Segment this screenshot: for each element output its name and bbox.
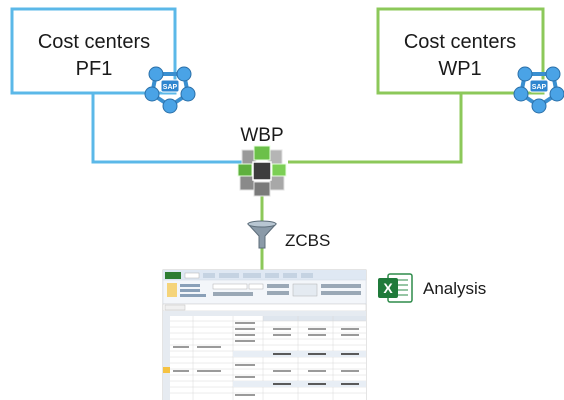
svg-text:SAP: SAP <box>163 84 178 91</box>
analysis-label: Analysis <box>423 279 486 298</box>
cost-centers-pf1-box: Cost centers PF1 <box>10 7 177 95</box>
sap-network-icon: SAP <box>144 66 196 114</box>
zcbs-label: ZCBS <box>285 231 330 250</box>
wp1-box-line1: Cost centers <box>404 31 516 53</box>
connectors <box>91 93 463 270</box>
funnel-icon <box>246 220 278 249</box>
wbp-label: WBP <box>240 125 283 146</box>
svg-text:SAP: SAP <box>532 84 547 91</box>
sap-network-icon: SAP <box>513 66 564 114</box>
cube-cluster-icon <box>237 145 287 197</box>
pf1-box-line1: Cost centers <box>38 31 150 53</box>
cost-centers-wp1-box: Cost centers WP1 <box>376 7 545 95</box>
connector-wp1-wbp <box>288 93 463 164</box>
connector-pf1-wbp <box>91 93 248 164</box>
svg-text:X: X <box>383 280 393 296</box>
wp1-box-line2: WP1 <box>438 58 481 80</box>
spreadsheet-grid <box>163 311 366 400</box>
pf1-box-line2: PF1 <box>76 58 113 80</box>
excel-icon: X <box>378 273 413 303</box>
spreadsheet-thumbnail <box>162 269 367 400</box>
